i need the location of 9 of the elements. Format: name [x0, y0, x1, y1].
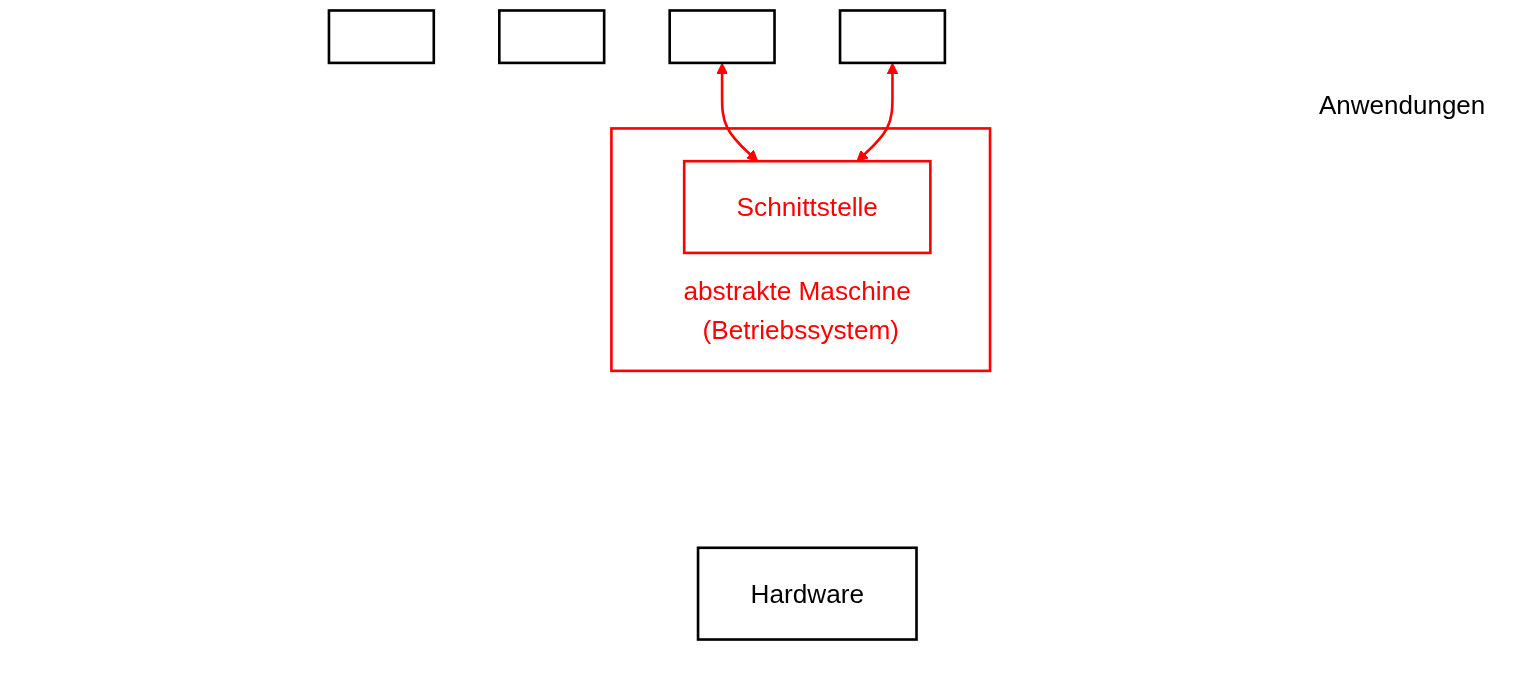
- node-box: Schnittstelle: [682, 159, 932, 255]
- node-box: [498, 9, 606, 65]
- arrow: [716, 62, 759, 162]
- node-box: [327, 9, 436, 65]
- node-box: Hardware: [696, 546, 918, 641]
- side-label: Anwendungen: [1319, 90, 1487, 121]
- arrow: [856, 62, 899, 162]
- node-box: [668, 9, 776, 65]
- node-box: [838, 9, 947, 65]
